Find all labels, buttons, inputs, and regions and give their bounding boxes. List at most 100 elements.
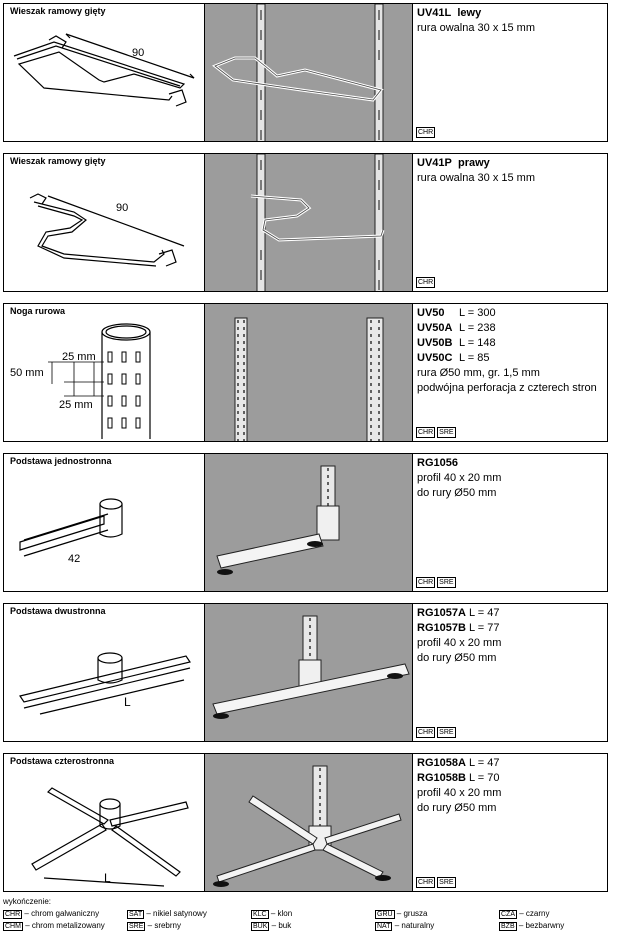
legend-item: CHR – chrom galwaniczny [3, 909, 100, 919]
product-variant: prawy [457, 157, 490, 169]
hanger-right-drawing: 90 [29, 193, 185, 267]
product-photo [205, 454, 413, 591]
legend-item: SAT – nikiel satynowy [127, 909, 207, 919]
variant-line: RG1057B L = 77 [417, 621, 501, 636]
quad-base-drawing: L [31, 787, 189, 887]
product-code: UV50 [417, 307, 445, 319]
product-title: Podstawa jednostronna [10, 456, 112, 466]
code-line: RG1056 [417, 456, 501, 471]
info-lines: RG1058A L = 47 RG1058B L = 70 profil 40 … [417, 756, 501, 816]
spec-line: do rury Ø50 mm [417, 802, 497, 814]
product-photo [205, 604, 413, 741]
spec-line: do rury Ø50 mm [417, 487, 497, 499]
dimension-label: 50 mm [10, 367, 44, 379]
legend-title: wykończenie: [3, 897, 52, 906]
spec-line: profil 40 x 20 mm [417, 637, 502, 649]
finish-badges: CHR SRE [416, 727, 456, 738]
finish-badges: CHR [416, 277, 436, 288]
product-code: RG1058A [417, 757, 466, 769]
info-cell: RG1057A L = 47 RG1057B L = 77 profil 40 … [413, 604, 607, 741]
variant-length: L = 300 [459, 307, 496, 319]
legend-item: BZB – bezbarwny [499, 921, 565, 931]
info-lines: UV50 L = 300 UV50A L = 238 UV50B L = 148 UV… [417, 306, 597, 396]
product-code: UV50A [417, 322, 453, 334]
finish-badge: CHR [416, 577, 436, 588]
dimension-label: 42 [68, 553, 80, 565]
spec-line: podwójna perforacja z czterech stron [417, 382, 597, 394]
legend-item: CHM – chrom metalizowany [3, 921, 105, 931]
drawing-cell: Wieszak ramowy gięty 90 [4, 154, 205, 291]
product-panel-uv41p: Wieszak ramowy gięty 90 [3, 153, 608, 292]
product-code: UV50B [417, 337, 453, 349]
drawing-cell: Podstawa jednostronna 42 [4, 454, 205, 591]
product-panel-rg1056: Podstawa jednostronna 42 RG1056 profil 4… [3, 453, 608, 592]
legend-item: SRE – srebrny [127, 921, 181, 931]
single-base-drawing: 42 [19, 498, 123, 565]
product-code: UV50C [417, 352, 453, 364]
spec-line: profil 40 x 20 mm [417, 472, 502, 484]
variant-length: L = 47 [468, 757, 500, 769]
finish-badges: CHR SRE [416, 877, 456, 888]
product-title: Wieszak ramowy gięty [10, 156, 106, 166]
finish-badge: CHR [416, 127, 436, 138]
tube-leg-drawing: 25 mm 50 mm 25 mm [10, 323, 151, 439]
product-panel-uv50: Noga rurowa 25 mm [3, 303, 608, 442]
spec-line: rura Ø50 mm, gr. 1,5 mm [417, 367, 540, 379]
variant-length: L = 47 [468, 607, 500, 619]
legend-item: KLC – klon [251, 909, 293, 919]
variant-length: L = 148 [459, 337, 496, 349]
drawing-cell: Wieszak ramowy gięty 90 [4, 4, 205, 141]
variant-line: UV50A L = 238 [417, 321, 597, 336]
info-lines: UV41P prawy rura owalna 30 x 15 mm [417, 156, 535, 186]
product-panel-rg1058: Podstawa czterostronna L [3, 753, 608, 892]
info-cell: UV41P prawy rura owalna 30 x 15 mm CHR [413, 154, 607, 291]
legend-item: BUK – buk [251, 921, 292, 931]
legend-item: NAT – naturalny [375, 921, 435, 931]
hanger-left-drawing: 90 [13, 33, 195, 107]
dimension-label: 90 [116, 202, 128, 214]
dimension-label: 25 mm [59, 399, 93, 411]
variant-length: L = 77 [468, 622, 500, 634]
legend-item: GRU – grusza [375, 909, 428, 919]
variant-length: L = 70 [468, 772, 500, 784]
info-lines: UV41L lewy rura owalna 30 x 15 mm [417, 6, 535, 36]
product-title: Podstawa czterostronna [10, 756, 115, 766]
variant-length: L = 238 [459, 322, 496, 334]
product-code: RG1057A [417, 607, 466, 619]
product-code: RG1056 [417, 457, 458, 469]
variant-line: RG1058B L = 70 [417, 771, 501, 786]
dimension-label: L [104, 871, 111, 885]
finish-badge: CHR [416, 877, 436, 888]
variant-line: UV50C L = 85 [417, 351, 597, 366]
product-title: Noga rurowa [10, 306, 66, 316]
finish-badge: CHR [416, 427, 436, 438]
product-title: Podstawa dwustronna [10, 606, 106, 616]
variant-line: UV50 L = 300 [417, 306, 597, 321]
product-panel-rg1057: Podstawa dwustronna L RG1057A L = 47 RG1… [3, 603, 608, 742]
product-variant: lewy [457, 7, 482, 19]
info-cell: UV41L lewy rura owalna 30 x 15 mm CHR [413, 4, 607, 141]
spec-line: rura owalna 30 x 15 mm [417, 22, 535, 34]
drawing-cell: Podstawa dwustronna L [4, 604, 205, 741]
spec-line: rura owalna 30 x 15 mm [417, 172, 535, 184]
product-title: Wieszak ramowy gięty [10, 6, 106, 16]
dimension-label: L [124, 695, 131, 709]
code-line: UV41P prawy [417, 156, 535, 171]
product-photo [205, 154, 413, 291]
variant-line: RG1057A L = 47 [417, 606, 501, 621]
product-photo [205, 4, 413, 141]
variant-length: L = 85 [459, 352, 490, 364]
info-cell: RG1058A L = 47 RG1058B L = 70 profil 40 … [413, 754, 607, 891]
product-code: RG1058B [417, 772, 466, 784]
dimension-label: 90 [132, 47, 144, 59]
legend-item: CZA – czarny [499, 909, 550, 919]
drawing-cell: Podstawa czterostronna L [4, 754, 205, 891]
finish-badge: SRE [437, 427, 456, 438]
finish-badge: CHR [416, 277, 436, 288]
dimension-label: 25 mm [62, 351, 96, 363]
info-cell: RG1056 profil 40 x 20 mm do rury Ø50 mm … [413, 454, 607, 591]
product-panel-uv41l: Wieszak ramowy gięty 90 [3, 3, 608, 142]
finish-badges: CHR [416, 127, 436, 138]
product-code: RG1057B [417, 622, 466, 634]
drawing-cell: Noga rurowa 25 mm [4, 304, 205, 441]
